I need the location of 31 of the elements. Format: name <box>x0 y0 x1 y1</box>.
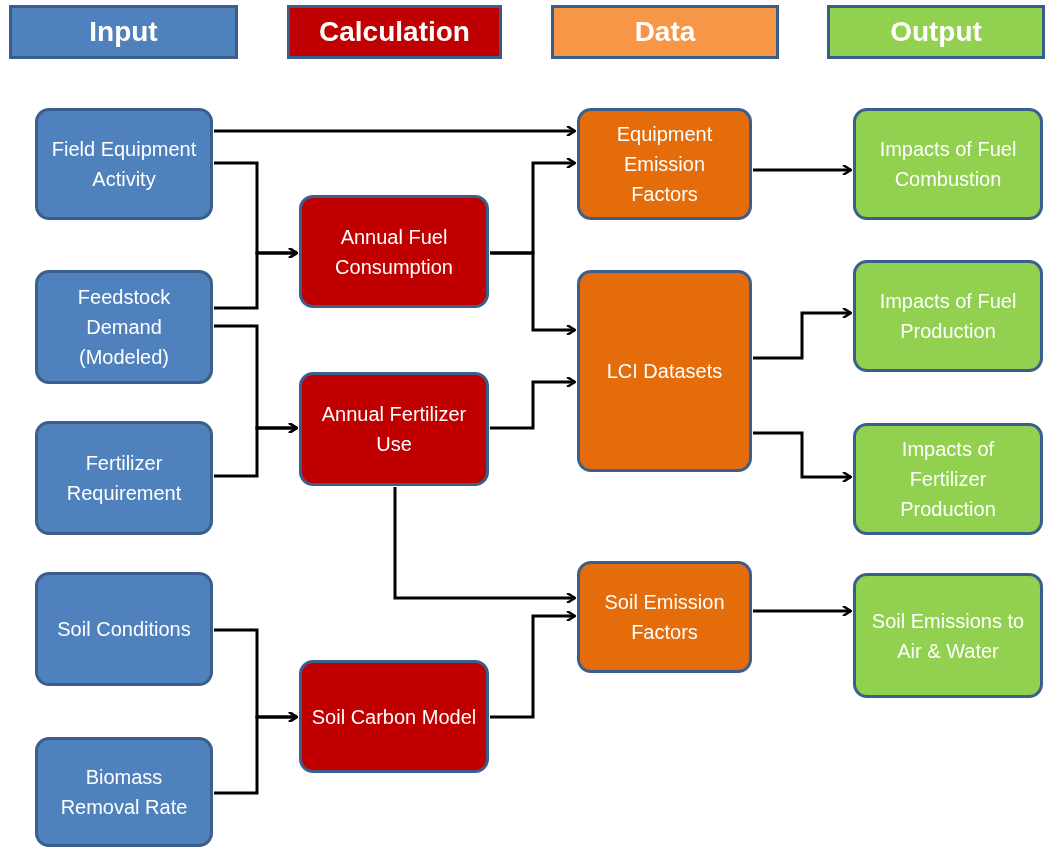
arrow <box>214 421 299 478</box>
legend-key-box: Input <box>9 5 238 59</box>
arrow <box>753 431 853 484</box>
arrow <box>753 306 853 360</box>
process-box: LCI Datasets <box>577 270 752 472</box>
process-box: Annual Fertilizer Use <box>299 372 489 486</box>
arrow <box>490 375 577 430</box>
process-box: Equipment Emission Factors <box>577 108 752 220</box>
process-box: Biomass Removal Rate <box>35 737 213 847</box>
arrow <box>753 163 853 177</box>
arrow <box>490 251 577 337</box>
process-box: Fertilizer Requirement <box>35 421 213 535</box>
arrow <box>214 710 299 795</box>
process-box: Soil Emission Factors <box>577 561 752 673</box>
process-box: Soil Conditions <box>35 572 213 686</box>
legend-key-box: Output <box>827 5 1045 59</box>
process-box: Impacts of Fuel Production <box>853 260 1043 372</box>
process-box: Impacts of Fuel Combustion <box>853 108 1043 220</box>
legend-key-box: Data <box>551 5 779 59</box>
legend-key-box: Calculation <box>287 5 502 59</box>
arrow <box>393 487 577 605</box>
process-box: Feedstock Demand (Modeled) <box>35 270 213 384</box>
arrow <box>490 609 577 719</box>
arrow <box>214 246 299 310</box>
process-box: Annual Fuel Consumption <box>299 195 489 308</box>
process-box: Soil Carbon Model <box>299 660 489 773</box>
arrow <box>214 124 577 138</box>
process-box: Field Equipment Activity <box>35 108 213 220</box>
arrow <box>753 604 853 618</box>
process-box: Impacts of Fertilizer Production <box>853 423 1043 535</box>
process-box: Soil Emissions to Air & Water <box>853 573 1043 698</box>
